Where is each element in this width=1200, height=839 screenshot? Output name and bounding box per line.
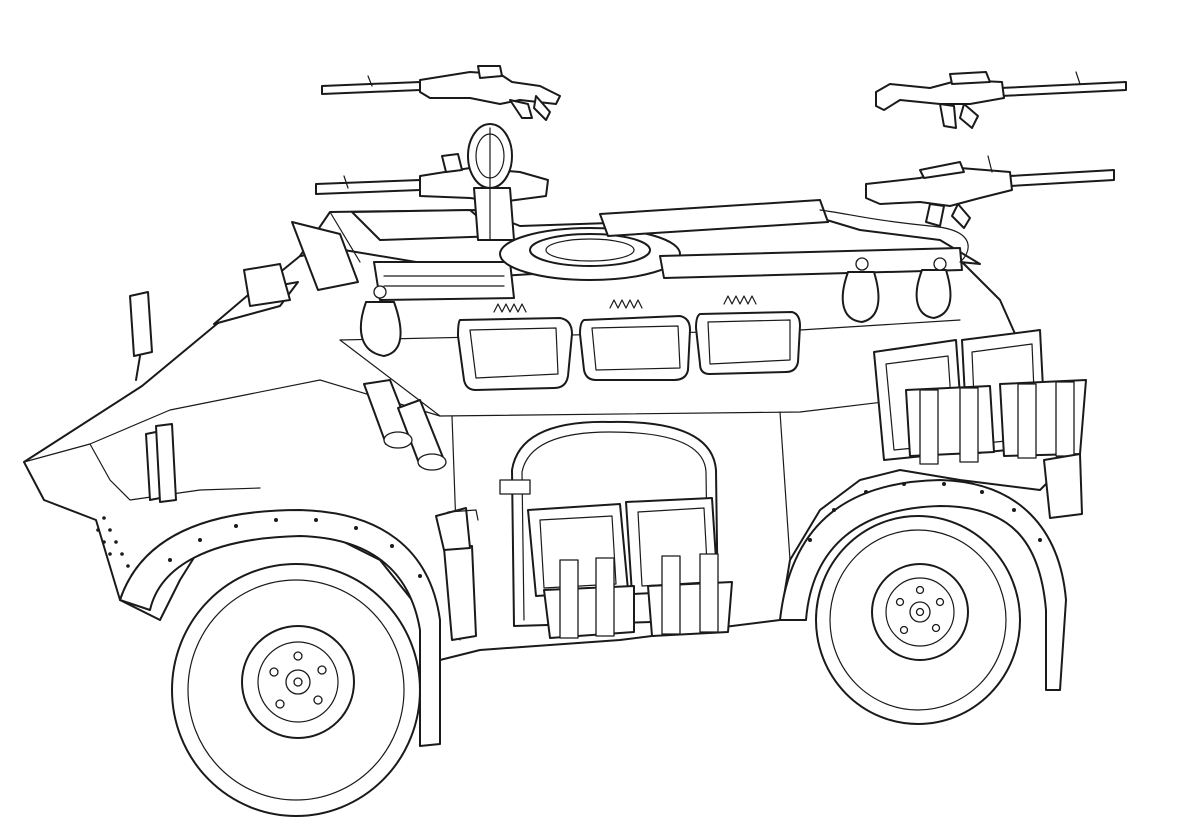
jerrycans-rear (873, 329, 1087, 519)
fire-extinguisher (435, 507, 479, 641)
jerrycans-side (527, 497, 733, 639)
rear-wheel (815, 515, 1021, 725)
machine-gun-turret-mounted (315, 153, 549, 203)
turret-shield (467, 123, 515, 241)
smoke-dischargers (363, 379, 447, 471)
machine-gun-top-left (321, 65, 561, 121)
front-wheel (171, 563, 421, 817)
wheel-arches (119, 479, 1067, 747)
vehicle-roof (213, 199, 981, 357)
machine-gun-right-mounted (865, 155, 1115, 229)
front-mirrors (129, 291, 177, 503)
side-windows (457, 295, 801, 391)
arch-rivets (168, 482, 1042, 578)
machine-gun-top-right (875, 71, 1127, 129)
front-rivets (96, 516, 130, 568)
